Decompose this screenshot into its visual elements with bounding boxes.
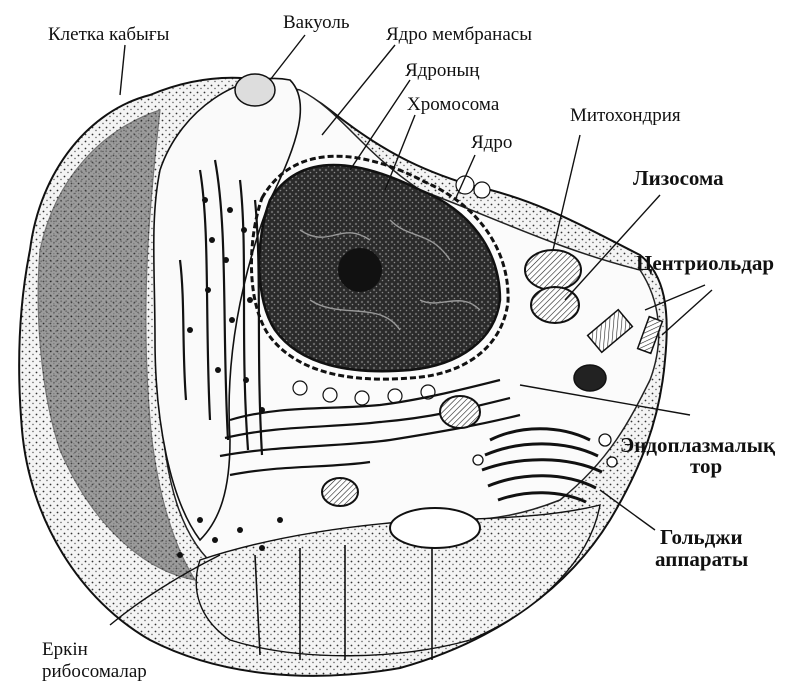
label-lysosome: Лизосома [633, 166, 724, 190]
leader-cell-wall [120, 45, 125, 95]
label-mitochondria: Митохондрия [570, 105, 681, 126]
label-golgi-line2: аппараты [655, 547, 748, 571]
label-vacuole: Вакуоль [283, 12, 350, 33]
bottom-vacuole [390, 508, 480, 548]
label-nuclear-membrane: Ядро мембранасы [386, 24, 532, 45]
label-chromosome: Хромосома [407, 94, 500, 115]
nucleolus [338, 248, 382, 292]
label-golgi-line1: Гольджи [660, 525, 743, 549]
leader-vacuole [270, 35, 305, 80]
label-cell-wall: Клетка кабығы [48, 24, 170, 45]
label-ribosomes-line1: Еркін [42, 639, 88, 660]
lysosome [574, 365, 606, 391]
leader-centrioles-b [662, 290, 712, 335]
label-nucleus: Ядро [471, 132, 512, 153]
vacuole-bubble [235, 74, 275, 106]
label-nuclear-pore: Ядроның [405, 60, 479, 81]
label-er-line2: тор [690, 454, 722, 478]
label-centrioles: Центриольдар [636, 251, 774, 275]
label-ribosomes-line2: рибосомалар [42, 661, 147, 682]
leader-nuclear-membrane [322, 45, 395, 135]
